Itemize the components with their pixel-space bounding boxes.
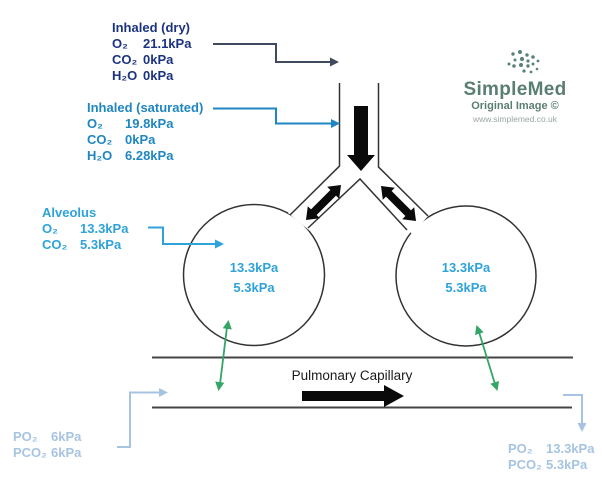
left-alveolus-label: 13.3kPa 5.3kPa (199, 258, 309, 298)
gas-value: 6.28kPa (125, 148, 174, 163)
left-alveolus-co2: 5.3kPa (233, 280, 275, 295)
gas-row: CO₂ 0kPa (87, 132, 203, 148)
gas-value: 21.1kPa (143, 36, 192, 51)
inhaled-dry-arrowhead (330, 57, 339, 67)
gas-value: 6kPa (51, 445, 82, 460)
gas-name: PO₂ (508, 441, 533, 456)
gas-name: O₂ (112, 36, 128, 51)
arterial-blood-connector (563, 394, 583, 423)
gas-row: H₂O 0kPa (112, 68, 191, 84)
right-gas-exchange-arrowhead-up (475, 325, 484, 335)
left-gas-exchange-arrowhead-up (222, 320, 232, 330)
left-gas-exchange-arrowhead-down (215, 381, 225, 391)
capillary-flow-arrow (302, 385, 404, 407)
venous-blood-connector (117, 391, 159, 448)
gas-name: H₂O (87, 148, 113, 163)
left-bronchus-double-arrow (306, 185, 341, 220)
logo-name: SimpleMed (463, 79, 567, 100)
right-alveolus-o2: 13.3kPa (441, 260, 491, 275)
gas-value: 0kPa (143, 52, 174, 67)
alveolus-connector (148, 226, 215, 245)
gas-name: CO₂ (112, 52, 138, 67)
right-alveolus-label: 13.3kPa 5.3kPa (411, 258, 521, 298)
gas-value: 13.3kPa (80, 221, 129, 236)
gas-row: H₂O 6.28kPa (87, 148, 203, 164)
gas-value: 13.3kPa (546, 441, 595, 456)
trachea-left-wall (289, 83, 341, 216)
inhaled-saturated-connector (213, 107, 331, 125)
alveolus-arrowhead (215, 239, 224, 249)
simplemed-logo: SimpleMed Original Image © www.simplemed… (434, 46, 596, 125)
inhaled-dry-connector (213, 43, 330, 63)
trachea-right-wall (377, 83, 429, 217)
venous-blood-arrowhead (159, 388, 168, 397)
gas-row: PO₂ 13.3kPa (508, 441, 594, 457)
gas-name: PO₂ (13, 429, 38, 444)
gas-name: PCO₂ (13, 445, 47, 460)
gas-name: O₂ (87, 116, 103, 131)
left-gas-exchange-arrow (219, 326, 228, 385)
gas-name: H₂O (112, 68, 138, 83)
gas-value: 6kPa (51, 429, 82, 444)
trachea-down-arrow (347, 106, 375, 171)
gas-row: CO₂ 0kPa (112, 52, 191, 68)
inhaled-dry-title: Inhaled (dry) (112, 20, 191, 35)
alveolus-title: Alveolus (42, 205, 97, 220)
logo-mark-icon (507, 50, 540, 74)
gas-name: O₂ (42, 221, 58, 236)
carina-inner-walls (307, 177, 408, 231)
arterial-blood-block: PO₂ 13.3kPa PCO₂ 5.3kPa (508, 441, 594, 473)
right-alveolus-co2: 5.3kPa (445, 280, 487, 295)
inhaled-dry-block: Inhaled (dry) O₂ 21.1kPa CO₂ 0kPa H₂O 0k… (112, 20, 191, 84)
gas-row: O₂ 13.3kPa (42, 221, 128, 237)
right-alveolus-circle (395, 205, 537, 347)
gas-row: PCO₂ 6kPa (13, 445, 81, 461)
gas-value: 5.3kPa (546, 457, 588, 472)
left-alveolus-circle (182, 203, 326, 347)
gas-row: O₂ 21.1kPa (112, 36, 191, 52)
arterial-blood-arrowhead (577, 423, 587, 432)
right-gas-exchange-arrow (478, 331, 496, 385)
gas-row: PCO₂ 5.3kPa (508, 457, 594, 473)
alveolus-block: Alveolus O₂ 13.3kPa CO₂ 5.3kPa (42, 205, 128, 253)
pulmonary-capillary-label: Pulmonary Capillary (291, 368, 413, 383)
gas-row: CO₂ 5.3kPa (42, 237, 128, 253)
gas-value: 19.8kPa (125, 116, 174, 131)
gas-name: CO₂ (42, 237, 68, 252)
inhaled-saturated-block: Inhaled (saturated) O₂ 19.8kPa CO₂ 0kPa … (87, 100, 203, 164)
right-bronchus-double-arrow (381, 186, 416, 221)
logo-subtitle: Original Image © (471, 100, 559, 112)
gas-name: CO₂ (87, 132, 113, 147)
gas-value: 0kPa (125, 132, 156, 147)
gas-value: 0kPa (143, 68, 174, 83)
right-gas-exchange-arrowhead-down (490, 381, 499, 391)
inhaled-saturated-title: Inhaled (saturated) (87, 100, 204, 115)
inhaled-saturated-arrowhead (331, 119, 340, 128)
left-alveolus-o2: 13.3kPa (229, 260, 279, 275)
gas-row: O₂ 19.8kPa (87, 116, 203, 132)
gas-row: PO₂ 6kPa (13, 429, 81, 445)
venous-blood-block: PO₂ 6kPa PCO₂ 6kPa (13, 429, 81, 461)
logo-url: www.simplemed.co.uk (472, 114, 558, 124)
gas-name: PCO₂ (508, 457, 542, 472)
gas-value: 5.3kPa (80, 237, 122, 252)
